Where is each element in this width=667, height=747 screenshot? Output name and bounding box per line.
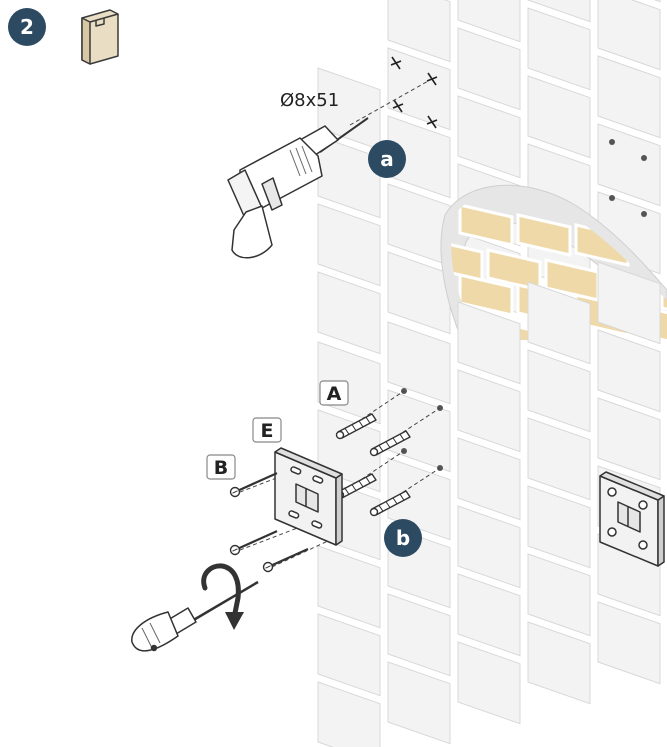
callout-b: b bbox=[384, 519, 422, 557]
wall-tile bbox=[458, 28, 520, 110]
wall-tile bbox=[388, 48, 450, 130]
wall-tile bbox=[528, 8, 590, 90]
rotation-arrow-icon bbox=[204, 566, 244, 630]
wall-tile bbox=[528, 622, 590, 704]
wall-tile bbox=[318, 272, 380, 354]
step-number: 2 bbox=[20, 15, 34, 39]
brick bbox=[662, 350, 667, 390]
wall-tile bbox=[528, 76, 590, 158]
wall-tile bbox=[388, 390, 450, 472]
wall-tile bbox=[458, 370, 520, 452]
wall-tile bbox=[318, 136, 380, 218]
wall-tile bbox=[458, 574, 520, 656]
wall-tile bbox=[598, 124, 660, 206]
wall-tile bbox=[528, 486, 590, 568]
part-label-E-text: E bbox=[261, 420, 274, 442]
wall-tile bbox=[388, 252, 450, 334]
wall-tile bbox=[528, 350, 590, 432]
wall-tile bbox=[318, 614, 380, 696]
wall-tile bbox=[598, 330, 660, 412]
wall-tile bbox=[458, 506, 520, 588]
wall-tile bbox=[598, 602, 660, 684]
box-icon bbox=[82, 10, 118, 64]
part-label-A-text: A bbox=[327, 383, 342, 405]
callout-b-label: b bbox=[396, 526, 410, 550]
wall-tile bbox=[388, 322, 450, 404]
wall-tile bbox=[318, 546, 380, 628]
wall-tile bbox=[458, 96, 520, 178]
callout-a-label: a bbox=[380, 147, 394, 171]
wall-tile bbox=[458, 642, 520, 724]
part-label-A: A bbox=[320, 381, 348, 405]
screw-icon bbox=[231, 473, 278, 496]
part-label-B: B bbox=[207, 455, 235, 479]
drill-bit-size-label: Ø8x51 bbox=[280, 90, 339, 111]
wall-tile bbox=[598, 398, 660, 480]
callout-a: a bbox=[368, 140, 406, 178]
wall-tile bbox=[388, 662, 450, 744]
step-badge: 2 bbox=[8, 8, 46, 46]
part-label-B-text: B bbox=[214, 457, 228, 479]
part-label-E: E bbox=[253, 418, 281, 442]
wall-tile bbox=[388, 594, 450, 676]
wall-tile bbox=[528, 554, 590, 636]
wall-tile bbox=[598, 56, 660, 138]
screw-icon bbox=[231, 531, 278, 554]
wall-tile bbox=[318, 204, 380, 286]
wall-tile bbox=[458, 438, 520, 520]
wall-tile bbox=[528, 418, 590, 500]
